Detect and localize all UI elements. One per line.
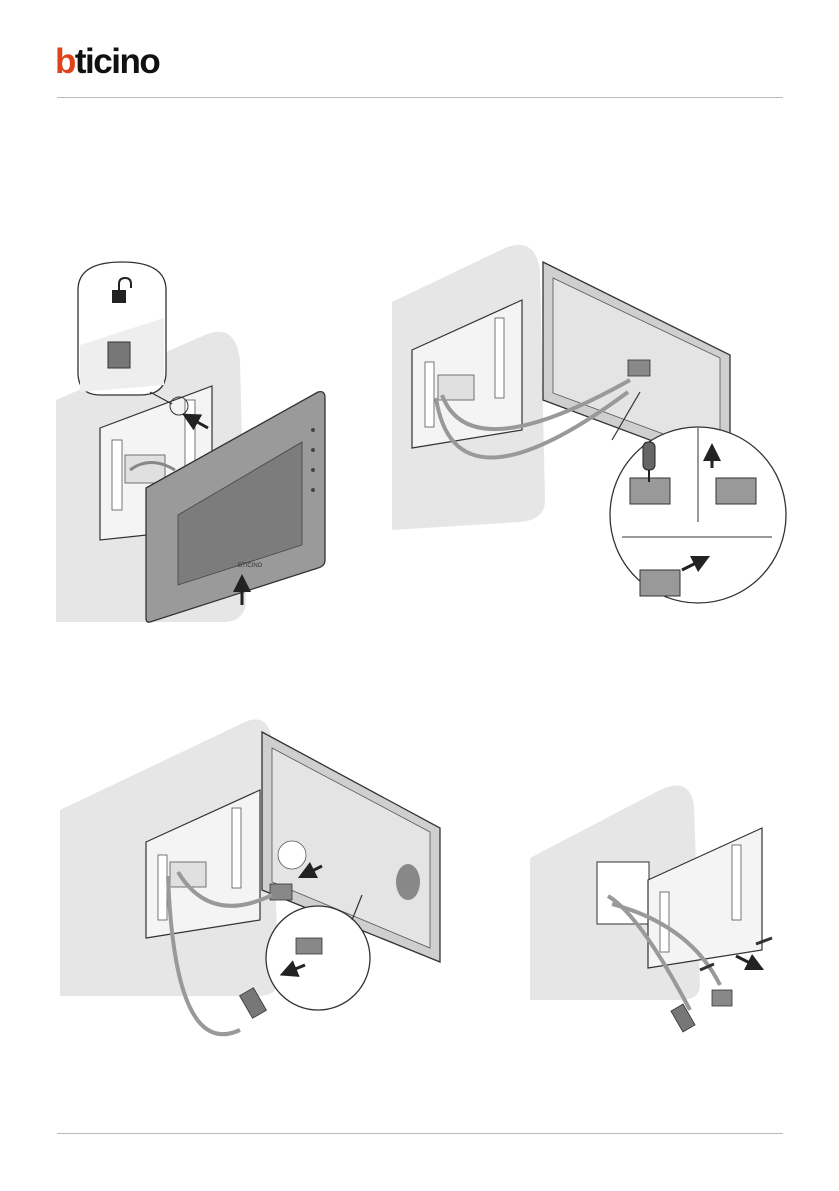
plug-connector xyxy=(671,1004,695,1032)
illustration-remove-wall-bracket xyxy=(530,786,772,1032)
terminal-block xyxy=(712,990,732,1006)
device-screen-label: BTICINO xyxy=(238,563,263,569)
footer-divider xyxy=(57,1133,783,1134)
illustration-unplug-terminal-block xyxy=(392,245,786,603)
terminal-block xyxy=(270,884,292,900)
illustration-unplug-connector xyxy=(60,719,440,1034)
arrow-down-right-icon xyxy=(736,956,756,966)
zoom-detail-lock xyxy=(78,262,172,404)
illustration-detach-monitor: BTICINO xyxy=(56,262,325,622)
